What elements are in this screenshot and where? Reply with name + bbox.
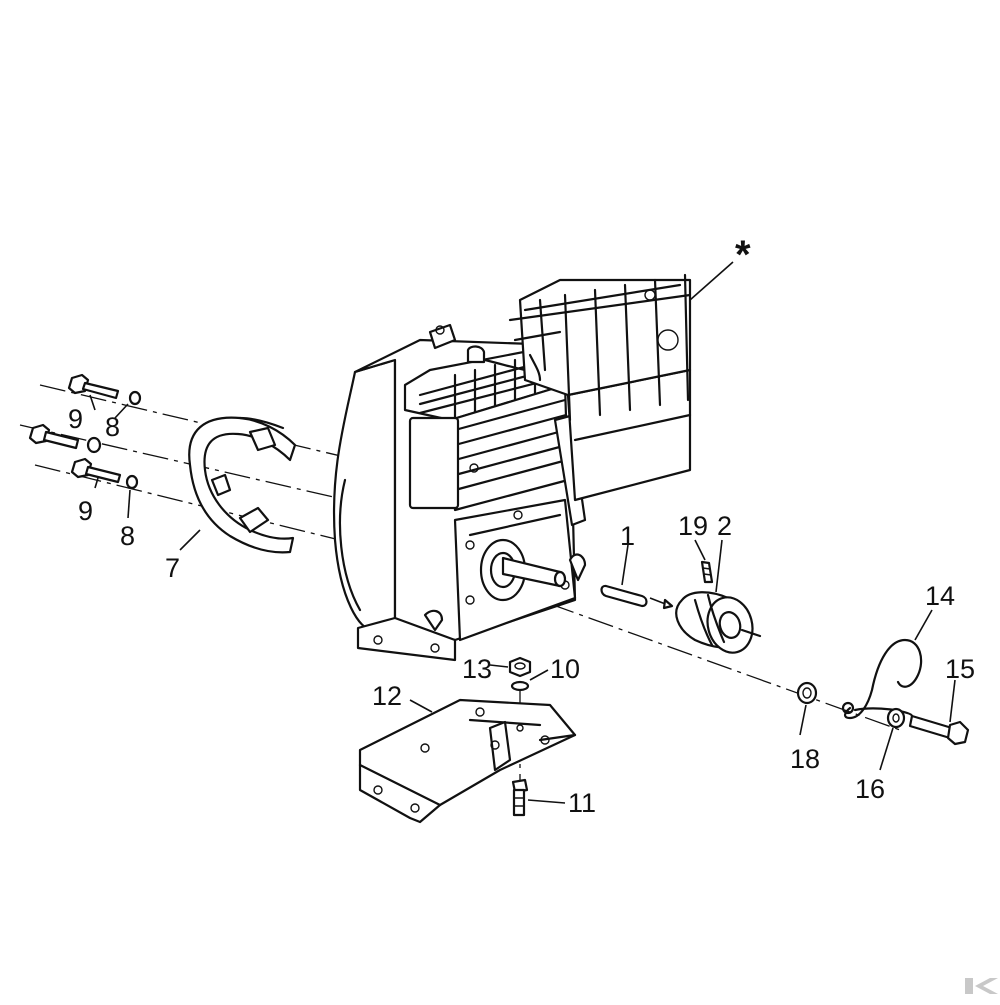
label-19: 19 — [678, 511, 708, 541]
k-logo-icon — [965, 978, 998, 994]
engine-block — [332, 323, 587, 662]
label-18: 18 — [790, 744, 820, 774]
part-19-set-screw — [700, 560, 714, 584]
label-9-bottom: 9 — [78, 496, 93, 526]
label-9-top: 9 — [68, 404, 83, 434]
label-12: 12 — [372, 681, 402, 711]
label-13: 13 — [462, 654, 492, 684]
label-11: 11 — [568, 788, 596, 818]
label-star: * — [735, 233, 751, 277]
part-16-washer — [886, 707, 906, 729]
part-7-cover-band — [188, 416, 297, 554]
label-16: 16 — [855, 774, 885, 804]
part-15-bolt — [908, 714, 970, 746]
label-15: 15 — [945, 654, 975, 684]
part-2-coupling — [675, 591, 762, 654]
leader-lines — [89, 261, 956, 804]
label-8-bottom: 8 — [120, 521, 135, 551]
part-18-washer — [796, 681, 818, 705]
part-13-nut-10-washer — [508, 656, 532, 692]
label-2: 2 — [717, 511, 732, 541]
part-1-key — [600, 584, 674, 610]
part-14-spring-clip — [841, 638, 923, 720]
part-labels: * 1 19 2 14 15 16 18 13 10 12 11 7 9 8 9… — [68, 233, 975, 818]
label-7: 7 — [165, 553, 180, 583]
label-14: 14 — [925, 581, 955, 611]
label-8-top: 8 — [105, 412, 120, 442]
fuel-tank-cage — [508, 273, 692, 502]
bolt-washer-set — [28, 373, 142, 490]
part-11-bolt — [511, 778, 529, 817]
label-1: 1 — [620, 521, 635, 551]
part-12-base-plate — [358, 698, 577, 824]
label-10: 10 — [550, 654, 580, 684]
